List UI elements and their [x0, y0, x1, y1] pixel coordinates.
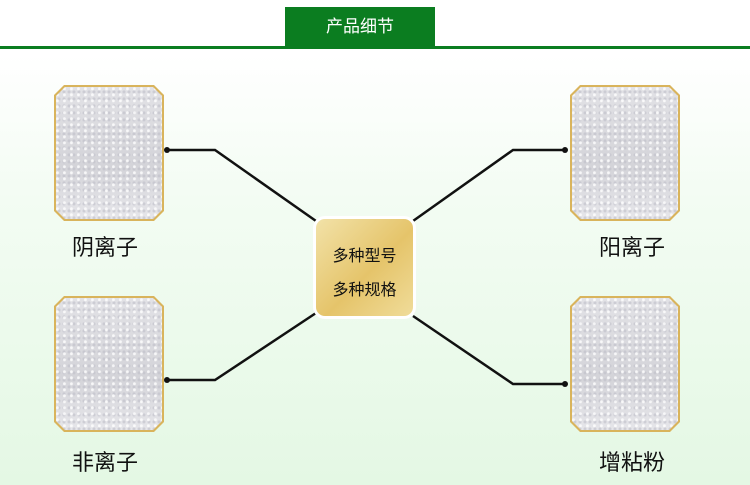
product-image-nonionic — [54, 296, 164, 432]
connector-cationic — [412, 148, 565, 223]
product-label-cationic: 阳离子 — [598, 236, 665, 261]
product-image-thickener — [570, 296, 680, 432]
connector-nonionic — [167, 311, 317, 382]
connector-anionic — [167, 148, 317, 223]
product-image-anionic — [54, 85, 164, 221]
product-label-nonionic: 非离子 — [71, 451, 138, 476]
connector-dot — [164, 377, 170, 383]
section-title: 产品细节 — [285, 7, 435, 48]
center-line-specs: 多种规格 — [332, 280, 397, 299]
header-divider — [0, 46, 750, 49]
connector-dot — [562, 147, 568, 153]
connector-thickener — [412, 314, 565, 386]
connector-dot — [164, 147, 170, 153]
product-image-cationic — [570, 85, 680, 221]
connector-dot — [562, 381, 568, 387]
center-line-models: 多种型号 — [332, 246, 397, 265]
product-label-thickener: 增粘粉 — [598, 451, 665, 476]
center-hub: 多种型号 多种规格 — [316, 219, 413, 316]
product-label-anionic: 阴离子 — [71, 236, 138, 261]
